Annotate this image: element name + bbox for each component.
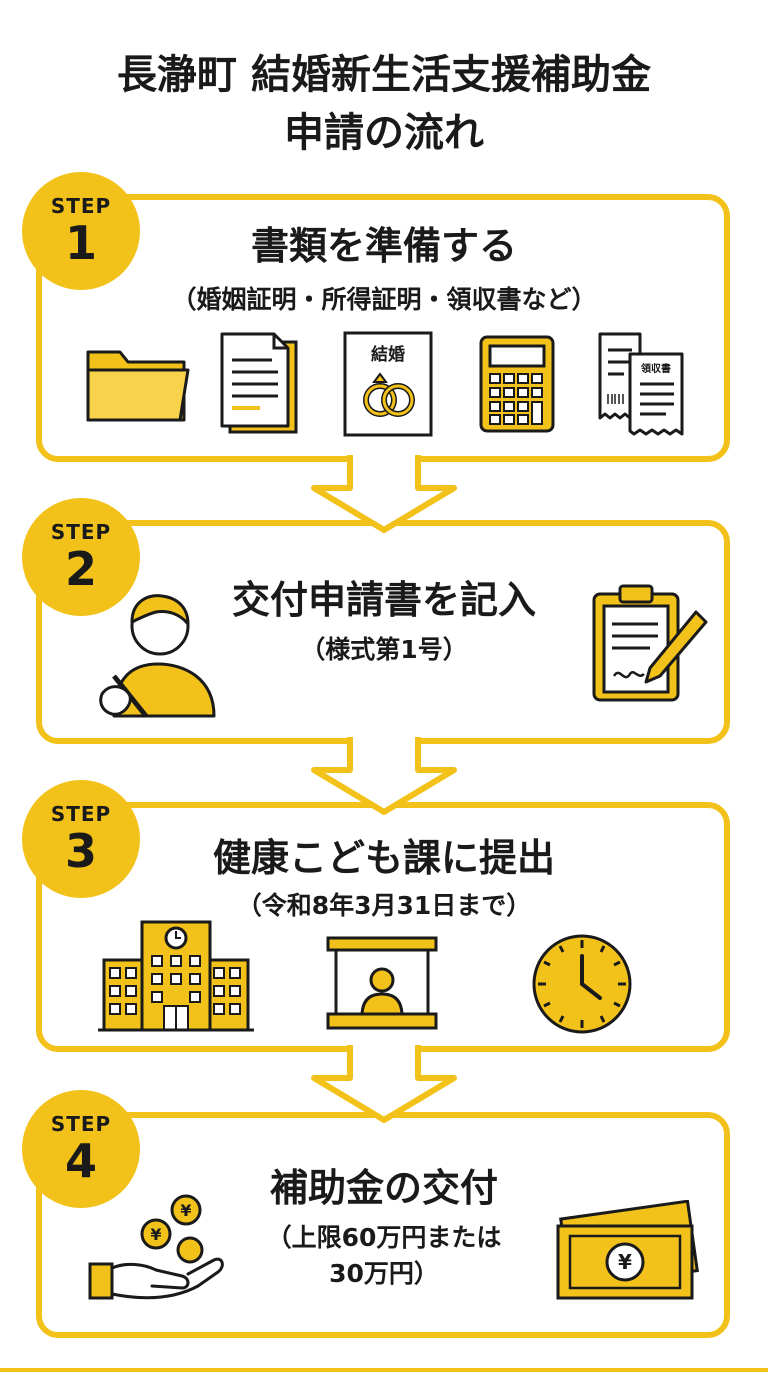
folder-icon bbox=[86, 350, 190, 422]
step-4-badge: STEP 4 bbox=[22, 1090, 140, 1208]
step-1-subtext: （婚姻証明・所得証明・領収書など） bbox=[171, 285, 597, 314]
step-4-subtext-line2: 30万円） bbox=[329, 1259, 439, 1288]
step-3-badge-number: 3 bbox=[64, 824, 97, 878]
certificate-label: 結婚 bbox=[371, 344, 405, 365]
marriage-certificate-icon: 結婚 bbox=[343, 331, 433, 437]
step-2-badge: STEP 2 bbox=[22, 498, 140, 616]
step-2-subtext: （様式第1号） bbox=[300, 635, 468, 664]
clock-icon bbox=[532, 934, 632, 1034]
calculator-icon bbox=[479, 335, 555, 433]
coin-yen-1: ¥ bbox=[180, 1201, 191, 1220]
yen-banknote-icon: ¥ bbox=[556, 1200, 699, 1300]
step-4-heading: 補助金の交付 bbox=[269, 1166, 498, 1210]
step-1-badge: STEP 1 bbox=[22, 172, 140, 290]
service-counter-icon bbox=[326, 936, 438, 1030]
step-1-heading: 書類を準備する bbox=[250, 224, 517, 268]
receipt-icon: 領収書 bbox=[598, 332, 684, 436]
step-3-subtext: （令和8年3月31日まで） bbox=[236, 891, 532, 920]
flow-arrow-1 bbox=[311, 455, 457, 533]
step-4-badge-label: STEP bbox=[50, 1112, 112, 1136]
step-4-subtext-line1: （上限60万円または bbox=[266, 1223, 502, 1252]
step-1-badge-label: STEP bbox=[50, 194, 112, 218]
clipboard-pen-icon bbox=[592, 584, 708, 702]
town-hall-icon bbox=[98, 920, 254, 1032]
step-2-badge-label: STEP bbox=[50, 520, 112, 544]
coin-yen-2: ¥ bbox=[150, 1225, 161, 1244]
step-1-badge-number: 1 bbox=[64, 216, 97, 270]
step-3-heading: 健康こども課に提出 bbox=[212, 836, 555, 880]
banknote-yen: ¥ bbox=[618, 1250, 632, 1274]
flow-arrow-2 bbox=[311, 737, 457, 815]
step-2-badge-number: 2 bbox=[64, 542, 97, 596]
bottom-divider bbox=[0, 1368, 768, 1372]
step-4-badge-number: 4 bbox=[64, 1134, 97, 1188]
receipt-label: 領収書 bbox=[640, 362, 671, 375]
step-3-badge-label: STEP bbox=[50, 802, 112, 826]
step-2-heading: 交付申請書を記入 bbox=[231, 578, 536, 622]
hand-coins-icon: ¥ ¥ bbox=[88, 1194, 224, 1300]
flow-arrow-3 bbox=[311, 1045, 457, 1123]
page-subtitle: 申請の流れ bbox=[284, 110, 484, 156]
document-icon bbox=[220, 332, 298, 434]
step-3-badge: STEP 3 bbox=[22, 780, 140, 898]
page-title: 長瀞町 結婚新生活支援補助金 bbox=[117, 52, 651, 98]
person-writing-icon bbox=[99, 594, 216, 718]
